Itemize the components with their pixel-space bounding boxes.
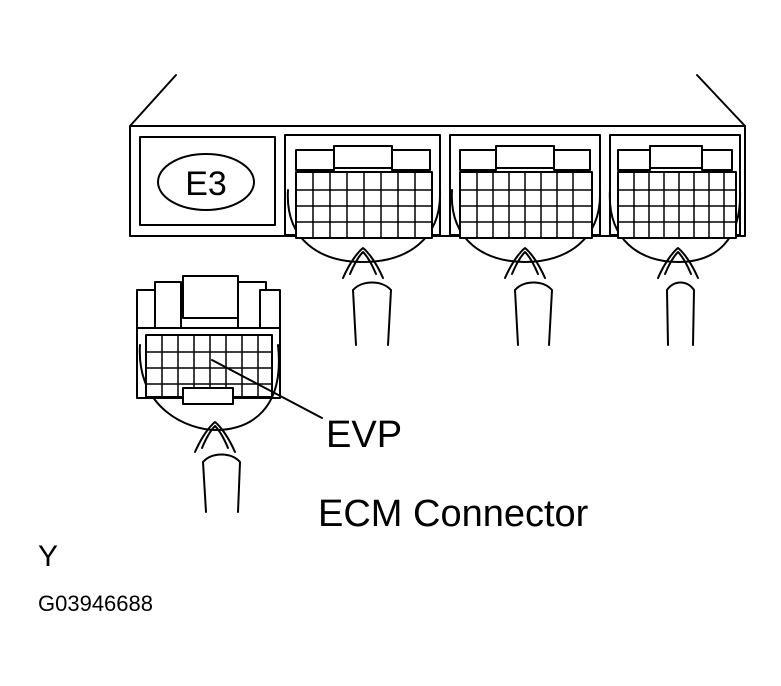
- ecu-label: E3: [185, 165, 227, 203]
- evp-pin-label: EVP: [326, 414, 402, 456]
- figure-code: G03946688: [38, 591, 153, 616]
- ecu-label-panel: E3: [139, 136, 276, 226]
- connector-slot-2: [449, 134, 602, 346]
- connector-slot-1: [284, 134, 442, 346]
- evp-leader-line: [211, 359, 323, 419]
- detached-ecm-connector: [136, 275, 281, 513]
- diagram-caption: ECM Connector: [318, 493, 589, 535]
- connector-slot-3: [608, 134, 742, 346]
- corner-letter: Y: [38, 540, 58, 573]
